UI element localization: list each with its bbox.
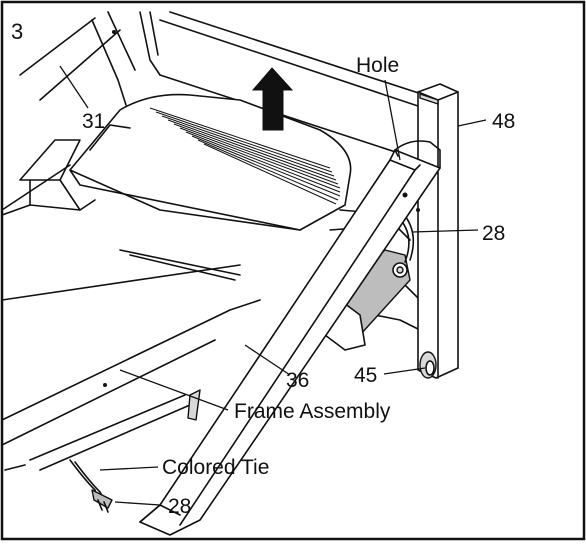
frame-tube-36 <box>139 140 441 536</box>
deck-surface <box>69 93 352 281</box>
callout-28-lower: 28 <box>168 495 191 518</box>
callout-36: 36 <box>286 369 309 392</box>
callout-48: 48 <box>492 110 515 133</box>
colored-tie-wire <box>69 459 113 513</box>
bolt-45 <box>419 351 437 379</box>
callout-colored-tie: Colored Tie <box>162 456 269 479</box>
callout-45: 45 <box>354 364 377 387</box>
callout-frame-assembly: Frame Assembly <box>234 400 391 423</box>
callout-31: 31 <box>82 110 105 133</box>
step-number: 3 <box>11 19 23 44</box>
callout-leaders <box>59 65 487 506</box>
callout-28-upper: 28 <box>482 222 505 245</box>
frame-hole-dot <box>112 30 116 34</box>
callout-hole: Hole <box>356 54 399 77</box>
up-arrow-icon <box>251 67 294 131</box>
